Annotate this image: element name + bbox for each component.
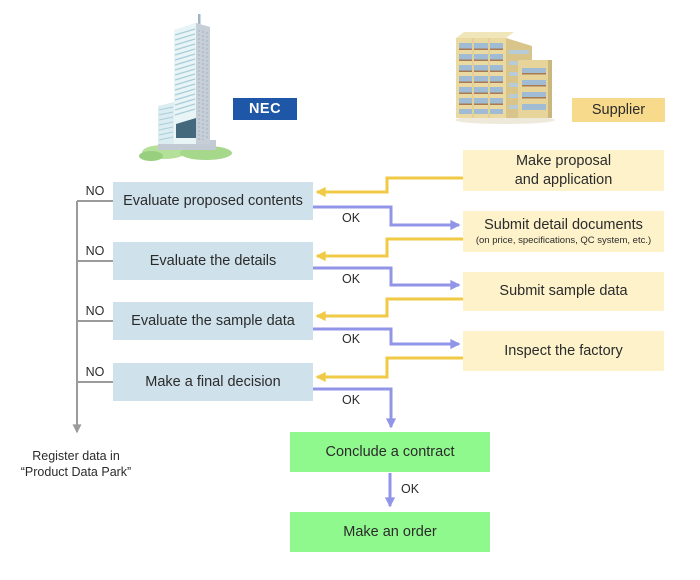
ok-label-5: OK <box>400 482 420 496</box>
final-step-conclude-a-contract: Conclude a contract <box>290 432 490 472</box>
ok-label-4: OK <box>341 393 361 407</box>
ok-label-2: OK <box>341 272 361 286</box>
arrow-ok-nec-to-supplier-1 <box>313 205 461 231</box>
supplier-badge: Supplier <box>572 98 665 122</box>
supplier-step-make-proposal: Make proposal and application <box>463 150 664 191</box>
ok-label-3: OK <box>341 332 361 346</box>
step-label: Submit sample data <box>499 283 628 300</box>
no-label-4: NO <box>85 365 105 379</box>
arrow-supplier-to-nec-4 <box>315 356 463 383</box>
supplier-step-submit-detail-documents: Submit detail documents (on price, speci… <box>463 211 664 252</box>
arrow-supplier-to-nec-2 <box>315 237 463 262</box>
nec-step-evaluate-the-sample-data: Evaluate the sample data <box>113 302 313 340</box>
supplier-building-icon <box>455 32 555 124</box>
step-label: Conclude a contract <box>325 443 455 460</box>
step-label: Make an order <box>343 523 437 540</box>
final-step-make-an-order: Make an order <box>290 512 490 552</box>
step-sublabel: (on price, specifications, QC system, et… <box>475 235 652 247</box>
arrow-ok-nec-to-supplier-2 <box>313 266 461 291</box>
ok-label-1: OK <box>341 211 361 225</box>
supplier-step-inspect-the-factory: Inspect the factory <box>463 331 664 371</box>
step-label: Make proposal and application <box>514 153 613 188</box>
arrow-ok-to-contract <box>313 387 397 429</box>
supplier-step-submit-sample-data: Submit sample data <box>463 272 664 311</box>
nec-building-icon <box>139 14 232 161</box>
no-label-3: NO <box>85 304 105 318</box>
arrow-ok-nec-to-supplier-3 <box>313 327 461 350</box>
arrow-supplier-to-nec-1 <box>315 176 463 198</box>
no-label-2: NO <box>85 244 105 258</box>
step-label: Evaluate proposed contents <box>123 192 303 209</box>
nec-step-evaluate-the-details: Evaluate the details <box>113 242 313 280</box>
register-data-note: Register data in “Product Data Park” <box>20 449 132 479</box>
arrow-supplier-to-nec-3 <box>315 297 463 322</box>
step-label: Evaluate the sample data <box>131 312 295 329</box>
nec-step-evaluate-proposed-contents: Evaluate proposed contents <box>113 182 313 220</box>
nec-step-make-a-final-decision: Make a final decision <box>113 363 313 401</box>
nec-badge: NEC <box>233 98 297 120</box>
step-label: Evaluate the details <box>149 252 277 269</box>
no-label-1: NO <box>85 184 105 198</box>
step-label: Make a final decision <box>145 373 281 390</box>
step-label: Submit detail documents <box>484 217 643 233</box>
step-label: Inspect the factory <box>504 342 623 359</box>
